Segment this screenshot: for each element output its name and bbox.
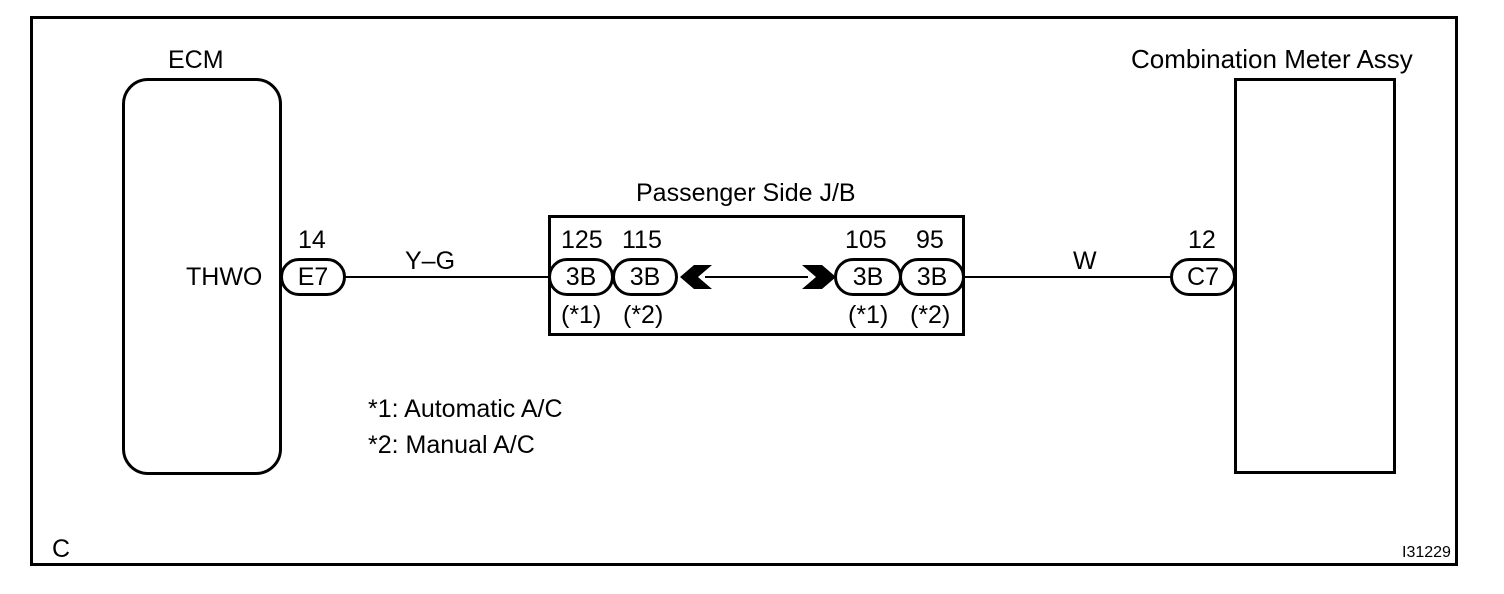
- jb-connector: 3B: [612, 258, 678, 296]
- meter-box: [1234, 78, 1396, 474]
- wire-label-y-g: Y–G: [405, 247, 456, 275]
- jb-connector: 3B: [548, 258, 614, 296]
- jb-pin-number: 125: [561, 226, 603, 254]
- jb-pin-number: 95: [916, 226, 944, 254]
- jb-pin-number: 115: [622, 226, 662, 254]
- ecm-connector: E7: [280, 258, 346, 296]
- ecm-pin-number: 14: [298, 226, 326, 254]
- jb-variant-note: (*1): [561, 301, 602, 329]
- jb-left-chevron-icon: [680, 265, 712, 289]
- footnote-automatic-ac: *1: Automatic A/C: [368, 395, 563, 423]
- jb-variant-note: (*2): [910, 301, 951, 329]
- jb-connector: 3B: [899, 258, 965, 296]
- ecm-title: ECM: [168, 46, 224, 74]
- jb-right-chevron-icon: [802, 265, 836, 289]
- jb-variant-note: (*2): [623, 301, 664, 329]
- footnote-manual-ac: *2: Manual A/C: [368, 431, 535, 459]
- meter-title: Combination Meter Assy: [1131, 44, 1413, 74]
- jb-title: Passenger Side J/B: [636, 179, 856, 207]
- jb-variant-note: (*1): [848, 301, 889, 329]
- meter-connector: C7: [1170, 258, 1236, 296]
- jb-connector: 3B: [834, 258, 902, 296]
- jb-pin-number: 105: [845, 226, 887, 254]
- ecm-terminal-name: THWO: [186, 263, 263, 291]
- diagram-frame: [30, 16, 1458, 566]
- figure-id: I31229: [1402, 544, 1451, 561]
- wire-label-w: W: [1073, 247, 1097, 275]
- meter-pin-number: 12: [1188, 226, 1216, 254]
- section-letter: C: [52, 535, 71, 563]
